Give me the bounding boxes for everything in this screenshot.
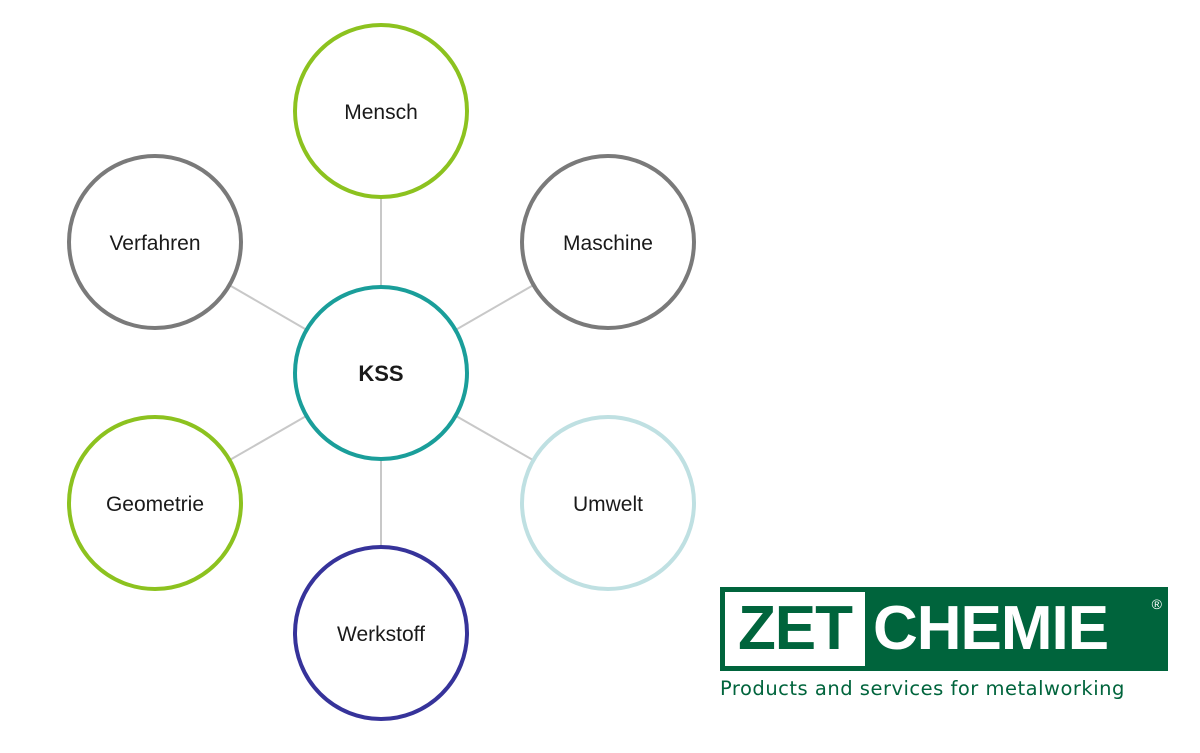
node-umwelt: Umwelt: [520, 415, 696, 591]
node-label-maschine: Maschine: [563, 232, 653, 255]
node-verfahren: Verfahren: [67, 154, 243, 330]
node-label-mensch: Mensch: [344, 101, 418, 124]
logo-word-chemie: CHEMIE: [873, 594, 1109, 663]
node-geometrie: Geometrie: [67, 415, 243, 591]
connector-verfahren: [228, 284, 308, 331]
connector-maschine: [454, 284, 535, 331]
node-circle-geometrie: [67, 415, 243, 591]
node-mensch: Mensch: [293, 23, 469, 199]
node-circle-umwelt: [520, 415, 696, 591]
logo-box: ZET CHEMIE ®: [720, 587, 1168, 671]
logo-word-zet: ZET: [725, 592, 865, 666]
node-kss: KSS: [293, 285, 469, 461]
connectors: [228, 197, 535, 547]
node-label-verfahren: Verfahren: [109, 232, 200, 255]
zet-chemie-logo: ZET CHEMIE ® Products and services for m…: [720, 587, 1168, 700]
node-label-geometrie: Geometrie: [106, 493, 204, 516]
node-label-kss: KSS: [358, 361, 403, 386]
registered-mark: ®: [1151, 596, 1162, 612]
node-circle-mensch: [293, 23, 469, 199]
logo-tagline: Products and services for metalworking: [720, 677, 1125, 700]
node-label-umwelt: Umwelt: [573, 493, 643, 516]
node-circle-verfahren: [67, 154, 243, 330]
connector-umwelt: [455, 414, 534, 462]
node-werkstoff: Werkstoff: [293, 545, 469, 721]
node-circle-kss: [293, 285, 469, 461]
node-label-werkstoff: Werkstoff: [337, 623, 425, 646]
node-circle-werkstoff: [293, 545, 469, 721]
node-circle-maschine: [520, 154, 696, 330]
connector-geometrie: [229, 415, 307, 461]
node-maschine: Maschine: [520, 154, 696, 330]
